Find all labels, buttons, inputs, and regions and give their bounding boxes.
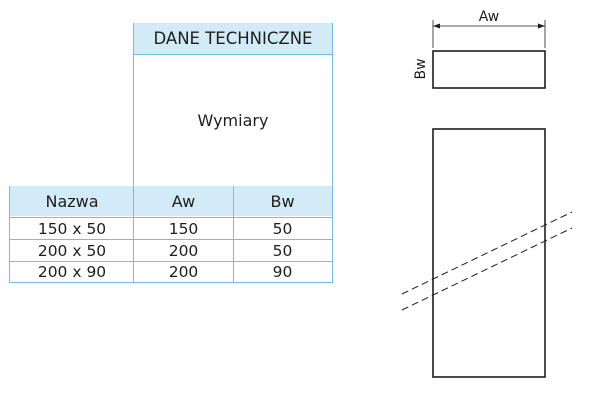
- table-cell: 150 x 50: [37, 219, 107, 238]
- table-cell: 150: [168, 219, 199, 238]
- arrow-left-icon: [433, 23, 440, 29]
- grid-line: [332, 23, 333, 283]
- grid-line: [134, 54, 332, 55]
- column-header-nazwa: Nazwa: [10, 186, 134, 216]
- grid-line: [233, 186, 234, 283]
- table-cell: 200: [168, 241, 199, 260]
- grid-line: [9, 186, 10, 283]
- column-header-aw: Aw: [134, 186, 233, 216]
- grid-line: [133, 23, 134, 283]
- grid-line: [9, 261, 333, 262]
- break-line-lower: [401, 227, 573, 311]
- table-cell: 200: [168, 263, 199, 281]
- width-label: Aw: [479, 9, 499, 25]
- break-line-upper: [401, 211, 573, 295]
- arrow-right-icon: [538, 23, 545, 29]
- duct-side-rect: [432, 128, 546, 378]
- table-subgroup-title: Wymiary: [197, 110, 269, 130]
- cross-section-rect: [432, 50, 546, 89]
- table-group-title: DANE TECHNICZNE: [134, 23, 332, 54]
- table-cell: 200 x 50: [37, 241, 107, 260]
- grid-line: [9, 217, 333, 218]
- table-cell: 50: [272, 219, 293, 238]
- column-header-bw: Bw: [233, 186, 332, 216]
- height-label: Bw: [413, 58, 429, 79]
- grid-line: [9, 282, 333, 283]
- table-cell: 50: [272, 241, 293, 260]
- grid-line: [9, 239, 333, 240]
- table-cell: 200 x 90: [37, 263, 107, 281]
- table-cell: 90: [272, 263, 293, 281]
